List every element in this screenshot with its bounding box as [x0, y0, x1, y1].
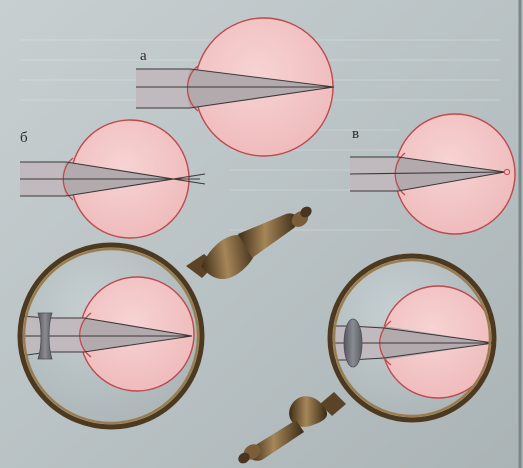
label-v: в — [352, 126, 359, 143]
label-a: а — [140, 48, 147, 65]
convex-lens — [344, 319, 362, 367]
label-b: б — [20, 130, 28, 147]
beam-a-outside — [136, 69, 190, 108]
focus-point-v — [504, 169, 509, 174]
